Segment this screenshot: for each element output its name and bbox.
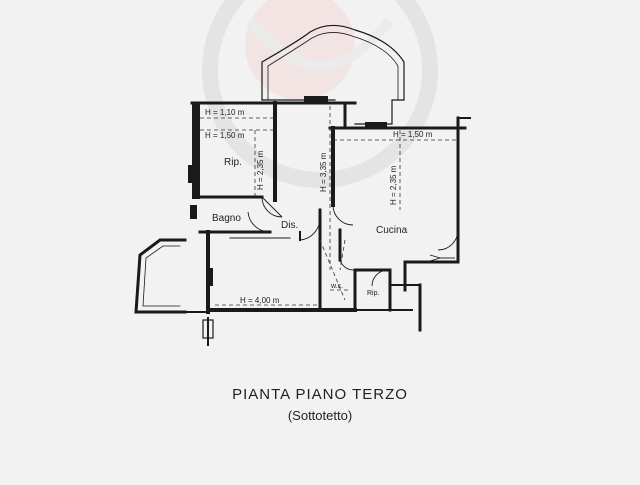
room-label-cucina: Cucina — [376, 225, 408, 236]
watermark-logo — [202, 0, 438, 188]
room-label-rip-bottom: Rip. — [367, 290, 380, 297]
height-label-2: H = 1,50 m — [205, 131, 245, 140]
room-label-rip-top: Rip. — [224, 157, 242, 168]
room-label-dis: Dis. — [281, 220, 299, 231]
room-label-bagno: Bagno — [212, 213, 241, 224]
door-swings — [247, 196, 459, 287]
lower-bay — [134, 238, 187, 314]
windows — [188, 96, 387, 286]
room-label-wc: w.c. — [331, 283, 344, 290]
height-label-5: H = 3,35 m — [319, 152, 328, 192]
bay-window — [261, 24, 405, 125]
height-label-7: H = 4,00 m — [240, 296, 280, 305]
height-label-6: H = 2,35 m — [389, 165, 398, 205]
height-label-4: H = 2,35 m — [256, 150, 265, 190]
plan-title: PIANTA PIANO TERZO — [232, 386, 408, 403]
height-dashed-lines — [200, 106, 458, 306]
plan-subtitle: (Sottotetto) — [287, 408, 353, 423]
height-label-3: H = 1,50 m — [393, 130, 433, 139]
height-label-1: H = 1,10 m — [205, 108, 245, 117]
